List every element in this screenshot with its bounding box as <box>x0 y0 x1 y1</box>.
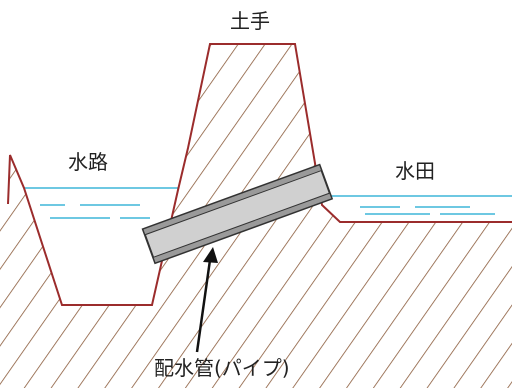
pipe-pointer-arrow <box>195 247 218 353</box>
paddy-water <box>325 195 512 215</box>
ground-outline <box>7 43 512 306</box>
embankment-label: 土手 <box>230 9 270 33</box>
channel-water <box>24 187 178 219</box>
paddy-label: 水田 <box>395 159 435 183</box>
drain-pipe <box>141 163 334 265</box>
channel-label: 水路 <box>68 150 108 174</box>
pipe-label: 配水管(パイプ) <box>154 356 290 380</box>
